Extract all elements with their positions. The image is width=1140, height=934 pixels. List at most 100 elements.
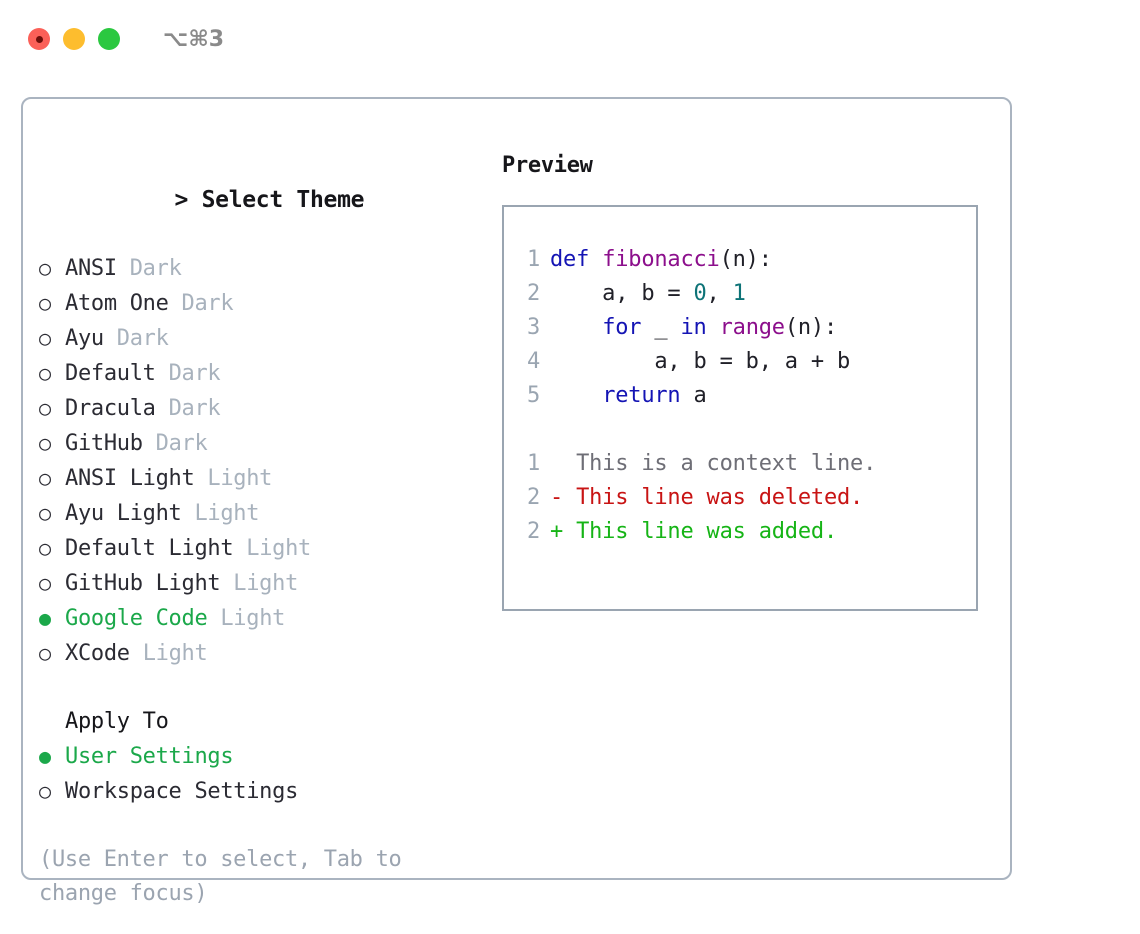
- radio-unselected-icon: ○: [39, 641, 51, 665]
- theme-option-github[interactable]: ○GitHub Dark: [39, 426, 479, 461]
- radio-unselected-icon: ○: [39, 571, 51, 595]
- label-gap: [207, 602, 220, 636]
- preview-title: Preview: [502, 153, 593, 178]
- page-title-text: Select Theme: [201, 187, 365, 213]
- radio-unselected-icon: ○: [39, 256, 51, 280]
- label-gap: [130, 637, 143, 671]
- code-token-plain: _: [641, 315, 681, 340]
- code-token-num: 1: [732, 281, 746, 306]
- apply-to-list: ●User Settings ○ Workspace Settings: [39, 739, 479, 809]
- radio-unselected-icon: ○: [39, 779, 51, 803]
- code-line-number: 3: [526, 315, 540, 340]
- theme-option-ansi-light[interactable]: ○ANSI Light Light: [39, 461, 479, 496]
- theme-option-label: Ayu: [65, 326, 104, 351]
- code-line: 5 return a: [504, 379, 976, 413]
- diff-line-del: 2- This line was deleted.: [504, 481, 976, 515]
- apply-to-option-label: User Settings: [65, 744, 234, 769]
- label-gap: [143, 427, 156, 461]
- keyboard-hint: (Use Enter to select, Tab to change focu…: [39, 847, 402, 906]
- theme-option-label: XCode: [65, 641, 130, 666]
- label-gap: [104, 322, 117, 356]
- preview-spacer: [504, 413, 976, 447]
- radio-unselected-icon: ○: [39, 536, 51, 560]
- diff-sample: 1 This is a context line.2- This line wa…: [504, 447, 976, 549]
- diff-line-number: 1: [526, 451, 540, 476]
- code-token-fn: fibonacci: [602, 247, 720, 272]
- main-panel: > Select Theme ○ANSI Dark○Atom One Dark○…: [21, 97, 1012, 906]
- label-gap: [233, 532, 246, 566]
- minimize-button[interactable]: [63, 28, 85, 50]
- code-line-number: 2: [526, 281, 540, 306]
- theme-option-tag: Light: [220, 606, 286, 631]
- diff-line-text: - This line was deleted.: [550, 485, 864, 510]
- code-token-plain: [550, 315, 602, 340]
- apply-to-option-workspace-settings[interactable]: ○ Workspace Settings: [39, 774, 479, 809]
- theme-option-github-light[interactable]: ○ GitHub Light Light: [39, 566, 479, 601]
- theme-option-ansi[interactable]: ○ANSI Dark: [39, 251, 479, 286]
- theme-option-tag: Dark: [155, 431, 208, 456]
- label-gap: [156, 392, 169, 426]
- apply-to-title: Apply To: [65, 709, 169, 734]
- code-line: 3 for _ in range(n):: [504, 311, 976, 345]
- radio-unselected-icon: ○: [39, 326, 51, 350]
- theme-option-label: GitHub: [65, 431, 143, 456]
- theme-option-default-light[interactable]: ○ Default Light Light: [39, 531, 479, 566]
- apply-to-option-user-settings[interactable]: ●User Settings: [39, 739, 479, 774]
- code-line-text: a, b = 0, 1: [550, 277, 746, 311]
- theme-option-label: Atom One: [65, 291, 169, 316]
- theme-picker-column: > Select Theme ○ANSI Dark○Atom One Dark○…: [39, 149, 479, 911]
- prompt-caret: >: [174, 187, 202, 213]
- code-token-plain: ,: [706, 281, 733, 306]
- theme-option-tag: Light: [142, 641, 208, 666]
- diff-line-text: This is a context line.: [550, 451, 877, 476]
- code-token-kw: for: [602, 315, 642, 340]
- theme-list: ○ANSI Dark○Atom One Dark○Ayu Dark○Defaul…: [39, 251, 479, 671]
- code-token-kw: def: [550, 247, 603, 272]
- theme-option-tag: Light: [194, 501, 260, 526]
- label-gap: [220, 567, 233, 601]
- theme-option-xcode[interactable]: ○ XCode Light: [39, 636, 479, 671]
- close-button[interactable]: [28, 28, 50, 50]
- code-token-plain: [707, 315, 720, 340]
- code-token-plain: (n):: [719, 247, 772, 272]
- code-token-fn: range: [719, 315, 785, 340]
- theme-option-ayu[interactable]: ○ Ayu Dark: [39, 321, 479, 356]
- code-line: 4 a, b = b, a + b: [504, 345, 976, 379]
- theme-option-label: Default Light: [65, 536, 234, 561]
- maximize-button[interactable]: [98, 28, 120, 50]
- radio-unselected-icon: ○: [39, 291, 51, 315]
- label-gap: [182, 497, 195, 531]
- radio-unselected-icon: ○: [39, 361, 51, 385]
- code-line-text: def fibonacci(n):: [550, 243, 772, 277]
- theme-option-label: Default: [65, 361, 156, 386]
- diff-line-number: 2: [526, 519, 540, 544]
- theme-option-dracula[interactable]: ○Dracula Dark: [39, 391, 479, 426]
- theme-option-tag: Dark: [168, 361, 221, 386]
- theme-option-atom-one[interactable]: ○ Atom One Dark: [39, 286, 479, 321]
- code-line-number: 5: [526, 383, 540, 408]
- theme-option-tag: Light: [246, 536, 311, 561]
- page-title: > Select Theme: [39, 149, 479, 251]
- theme-option-ayu-light[interactable]: ○Ayu Light Light: [39, 496, 479, 531]
- code-line-text: return a: [550, 379, 707, 413]
- theme-option-tag: Light: [233, 571, 299, 596]
- code-line-text: for _ in range(n):: [550, 311, 837, 345]
- theme-option-tag: Dark: [181, 291, 234, 316]
- diff-line-text: + This line was added.: [550, 519, 837, 544]
- radio-unselected-icon: ○: [39, 396, 51, 420]
- code-token-plain: a, b = b, a + b: [550, 349, 851, 374]
- theme-option-google-code[interactable]: ●Google Code Light: [39, 601, 479, 636]
- theme-option-label: GitHub Light: [65, 571, 221, 596]
- apply-to-option-label: Workspace Settings: [65, 779, 299, 804]
- label-gap: [169, 287, 182, 321]
- theme-option-tag: Dark: [116, 326, 169, 351]
- code-token-plain: a, b =: [550, 281, 694, 306]
- keyboard-shortcut-label: ⌥⌘3: [163, 26, 225, 52]
- code-token-plain: a: [680, 383, 707, 408]
- theme-option-default[interactable]: ○ Default Dark: [39, 356, 479, 391]
